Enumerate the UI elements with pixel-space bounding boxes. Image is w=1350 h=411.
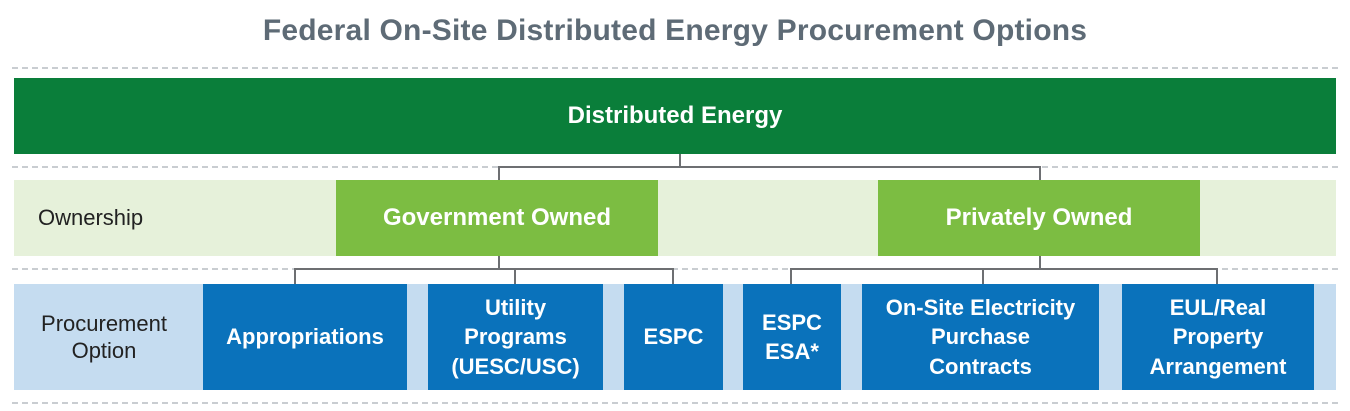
connector-line [294, 268, 296, 284]
diagram-title: Federal On-Site Distributed Energy Procu… [262, 14, 1088, 47]
procurement-row-label: Procurement Option [41, 310, 167, 364]
connector-line [790, 268, 792, 284]
privately-owned-node: Privately Owned [878, 180, 1200, 256]
row-divider [12, 402, 1338, 404]
connector-line [498, 166, 1041, 168]
connector-line [1039, 256, 1041, 270]
connector-line [790, 268, 1218, 270]
connector-line [498, 166, 500, 180]
connector-line [679, 154, 681, 168]
row-divider [12, 268, 1338, 270]
ownership-row-label: Ownership [38, 205, 144, 231]
espc-node: ESPC [624, 284, 723, 390]
eul-real-property-node: EUL/Real Property Arrangement [1122, 284, 1314, 390]
espc-esa-node: ESPC ESA* [743, 284, 841, 390]
connector-line [672, 268, 674, 284]
row-divider [12, 67, 1338, 69]
distributed-energy-node: Distributed Energy [567, 102, 783, 129]
connector-line [1039, 166, 1041, 180]
appropriations-node: Appropriations [203, 284, 407, 390]
utility-programs-node: Utility Programs (UESC/USC) [428, 284, 603, 390]
connector-line [514, 268, 516, 284]
connector-line [1216, 268, 1218, 284]
connector-line [498, 256, 500, 270]
distributed-energy-band [14, 78, 1336, 154]
connector-line [294, 268, 674, 270]
onsite-electricity-purchase-node: On-Site Electricity Purchase Contracts [862, 284, 1099, 390]
connector-line [982, 268, 984, 284]
government-owned-node: Government Owned [336, 180, 658, 256]
